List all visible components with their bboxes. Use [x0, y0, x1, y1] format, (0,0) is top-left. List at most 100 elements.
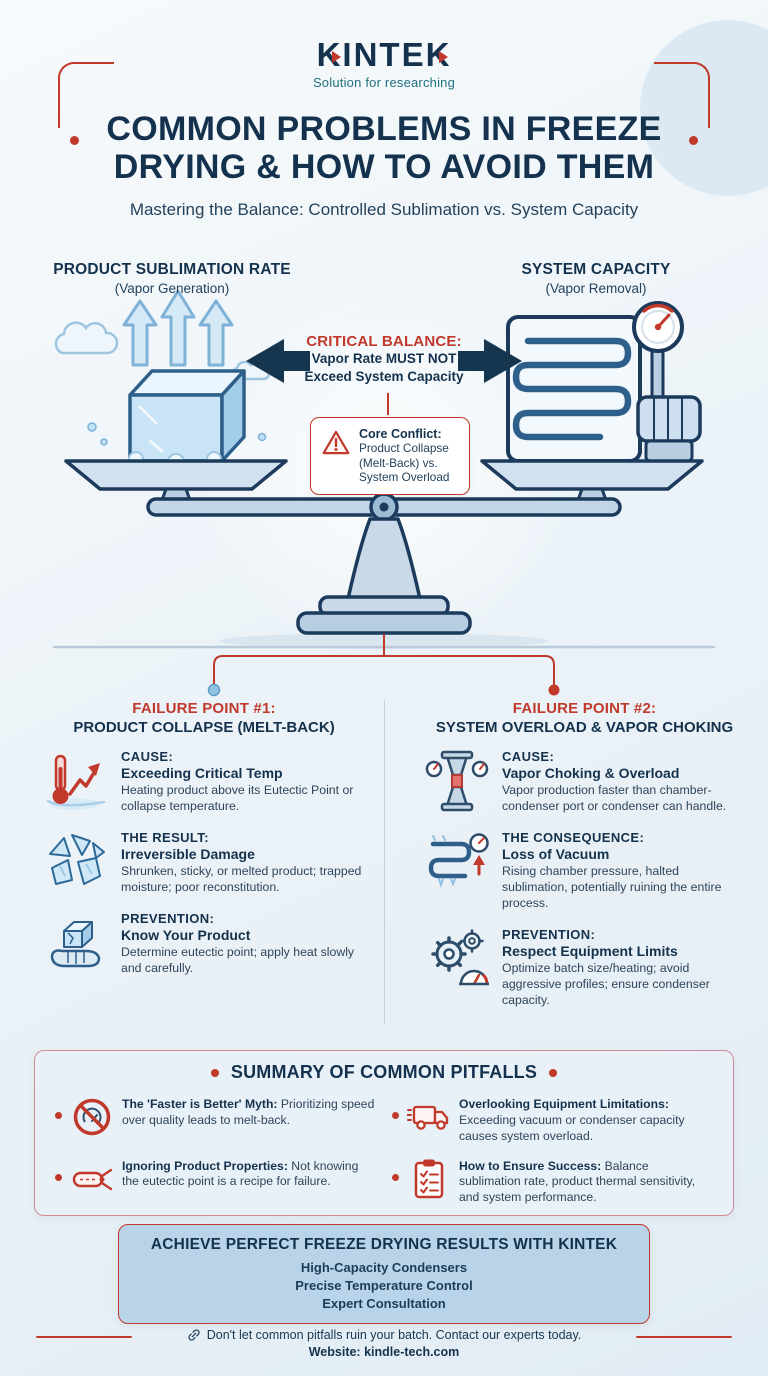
failure-points-section: FAILURE POINT #1: PRODUCT COLLAPSE (MELT… — [0, 700, 768, 1024]
fp1-prevention-label: PREVENTION: — [121, 910, 215, 926]
fp2-prevention-item: PREVENTION: Respect Equipment Limits Opt… — [425, 927, 744, 1009]
summary-item-heading: Ignoring Product Properties: — [122, 1158, 288, 1173]
thermometer-rise-icon — [46, 754, 106, 810]
title-dot-left — [70, 136, 79, 145]
summary-item-body: Prioritizing speed over quality leads to… — [122, 1097, 375, 1127]
logo-red-accent-right — [439, 51, 449, 63]
summary-item-body: Exceeding vacuum or condenser capacity c… — [459, 1112, 685, 1143]
no-speed-icon — [73, 1098, 111, 1136]
summary-grid: The 'Faster is Better' Myth: Prioritizin… — [35, 1083, 733, 1206]
fp1-cause-item: CAUSE: Exceeding Critical Temp Heating p… — [44, 749, 364, 815]
fp1-prevention-heading: Know Your Product — [121, 926, 251, 943]
fp2-prevention-label: PREVENTION: — [502, 926, 596, 942]
gears-limit-icon — [431, 929, 489, 986]
balance-scene: PRODUCT SUBLIMATION RATE (Vapor Generati… — [0, 245, 768, 710]
fp1-result-texts: THE RESULT: Irreversible Damage Shrunken… — [121, 830, 364, 896]
hand-holding-product-icon — [50, 920, 101, 968]
summary-dot-right — [549, 1068, 558, 1077]
fp1-prevention-item: PREVENTION: Know Your Product Determine … — [44, 911, 364, 977]
footer-rule-right — [636, 1336, 732, 1338]
system-capacity-title: SYSTEM CAPACITY — [521, 261, 671, 278]
failure-point-1-column: FAILURE POINT #1: PRODUCT COLLAPSE (MELT… — [0, 700, 384, 1024]
failure-point-2-header: FAILURE POINT #2: SYSTEM OVERLOAD & VAPO… — [425, 700, 744, 736]
fp2-cause-texts: CAUSE: Vapor Choking & Overload Vapor pr… — [502, 749, 744, 815]
failure-point-2-subtitle: SYSTEM OVERLOAD & VAPOR CHOKING — [435, 719, 734, 736]
fp2-prevention-heading: Respect Equipment Limits — [502, 942, 678, 959]
critical-balance-line-1: Vapor Rate MUST NOT — [311, 351, 457, 366]
summary-title-row: SUMMARY OF COMMON PITFALLS — [35, 1062, 733, 1083]
sublimation-rate-label: PRODUCT SUBLIMATION RATE (Vapor Generati… — [16, 261, 328, 296]
shattered-ice-icon — [49, 833, 105, 885]
summary-item-heading: The 'Faster is Better' Myth: — [122, 1097, 278, 1111]
cta-line-condensers: High-Capacity Condensers — [300, 1260, 468, 1275]
fp2-consequence-heading: Loss of Vacuum — [502, 845, 610, 862]
fp2-cause-heading: Vapor Choking & Overload — [502, 765, 680, 781]
summary-item-product-properties: Ignoring Product Properties: Not knowing… — [55, 1157, 376, 1207]
fp2-cause-text: Vapor production faster than chamber-con… — [502, 783, 727, 813]
fp1-prevention-texts: PREVENTION: Know Your Product Determine … — [121, 911, 364, 977]
fp2-cause-label: CAUSE: — [502, 749, 555, 764]
fp2-prevention-texts: PREVENTION: Respect Equipment Limits Opt… — [502, 927, 744, 1009]
summary-item-text: Ignoring Product Properties: Not knowing… — [122, 1159, 376, 1191]
success-checklist-icon — [414, 1159, 444, 1198]
failure-point-2-column: FAILURE POINT #2: SYSTEM OVERLOAD & VAPO… — [384, 700, 768, 1024]
core-conflict-title: Core Conflict: — [359, 427, 442, 441]
logo-tagline: Solution for researching — [312, 75, 456, 90]
fp1-prevention-text: Determine eutectic point; apply heat slo… — [121, 944, 355, 975]
bullet-dot — [55, 1173, 62, 1181]
link-icon — [188, 1329, 200, 1341]
decor-red-line-right — [654, 62, 710, 128]
failure-point-1-title: FAILURE POINT #1: — [132, 700, 276, 717]
fp2-cause-item: CAUSE: Vapor Choking & Overload Vapor pr… — [425, 749, 744, 815]
warning-triangle-icon — [322, 430, 350, 455]
fp1-result-text: Shrunken, sticky, or melted product; tra… — [121, 863, 362, 894]
sublimation-rate-title: PRODUCT SUBLIMATION RATE — [53, 261, 291, 278]
choked-pipe-icon — [425, 750, 489, 812]
summary-item-heading: Overlooking Equipment Limitations: — [459, 1097, 669, 1111]
cta-title: ACHIEVE PERFECT FREEZE DRYING RESULTS WI… — [150, 1236, 618, 1253]
fp1-result-label: THE RESULT: — [121, 829, 209, 845]
summary-item-text: The 'Faster is Better' Myth: Prioritizin… — [122, 1097, 376, 1129]
sublimation-rate-subtitle: (Vapor Generation) — [114, 281, 230, 296]
fp1-cause-texts: CAUSE: Exceeding Critical Temp Heating p… — [121, 749, 364, 815]
critical-balance-line-2: Exceed System Capacity — [304, 368, 464, 384]
summary-section: SUMMARY OF COMMON PITFALLS The 'Faster i… — [34, 1050, 734, 1216]
title-line-1: COMMON PROBLEMS IN FREEZE — [106, 110, 662, 148]
fp1-cause-text: Heating product above its Eutectic Point… — [121, 783, 354, 813]
bullet-dot — [392, 1112, 399, 1119]
failure-point-1-subtitle: PRODUCT COLLAPSE (MELT-BACK) — [73, 719, 335, 736]
bullet-dot — [55, 1112, 62, 1119]
fp1-cause-label: CAUSE: — [121, 749, 174, 764]
summary-item-ensure-success: How to Ensure Success: Balance sublimati… — [392, 1157, 713, 1207]
frozen-coil-gauge-icon — [428, 833, 489, 889]
summary-dot-left — [210, 1068, 219, 1077]
core-conflict-text: Core Conflict: Product Collapse (Melt-Ba… — [359, 427, 449, 485]
decor-red-line-left — [58, 62, 114, 128]
core-conflict-line-2: (Melt-Back) vs. — [359, 455, 438, 470]
summary-item-heading: How to Ensure Success: — [459, 1158, 602, 1173]
footer-website-label: Website: — [308, 1345, 361, 1359]
summary-item-faster-myth: The 'Faster is Better' Myth: Prioritizin… — [55, 1095, 376, 1145]
title-line-2: DRYING & HOW TO AVOID THEM — [113, 148, 655, 187]
kintek-logo: KINTEK — [317, 36, 452, 74]
summary-item-text: How to Ensure Success: Balance sublimati… — [459, 1159, 713, 1207]
summary-item-text: Overlooking Equipment Limitations: Excee… — [459, 1097, 713, 1145]
fp2-consequence-label: THE CONSEQUENCE: — [502, 829, 645, 845]
cta-line-temperature: Precise Temperature Control — [295, 1277, 473, 1293]
summary-item-equipment-limits: Overlooking Equipment Limitations: Excee… — [392, 1095, 713, 1145]
title-dot-right — [689, 136, 698, 145]
system-capacity-subtitle: (Vapor Removal) — [545, 281, 647, 296]
summary-item-body: Balance sublimation rate, product therma… — [459, 1158, 696, 1205]
fp2-prevention-text: Optimize batch size/heating; avoid aggre… — [502, 960, 710, 1007]
core-conflict-box: Core Conflict: Product Collapse (Melt-Ba… — [310, 417, 470, 496]
overloaded-truck-icon — [407, 1105, 449, 1130]
bullet-dot — [392, 1173, 399, 1181]
system-capacity-label: SYSTEM CAPACITY (Vapor Removal) — [440, 261, 752, 296]
core-conflict-line-1: Product Collapse — [359, 441, 449, 455]
cta-box: ACHIEVE PERFECT FREEZE DRYING RESULTS WI… — [118, 1224, 650, 1324]
cta-line-consultation: Expert Consultation — [322, 1295, 446, 1311]
critical-balance-title: CRITICAL BALANCE: — [306, 333, 462, 350]
page-title: COMMON PROBLEMS IN FREEZE DRYING & HOW T… — [0, 110, 768, 187]
failure-point-2-title: FAILURE POINT #2: — [512, 700, 657, 717]
